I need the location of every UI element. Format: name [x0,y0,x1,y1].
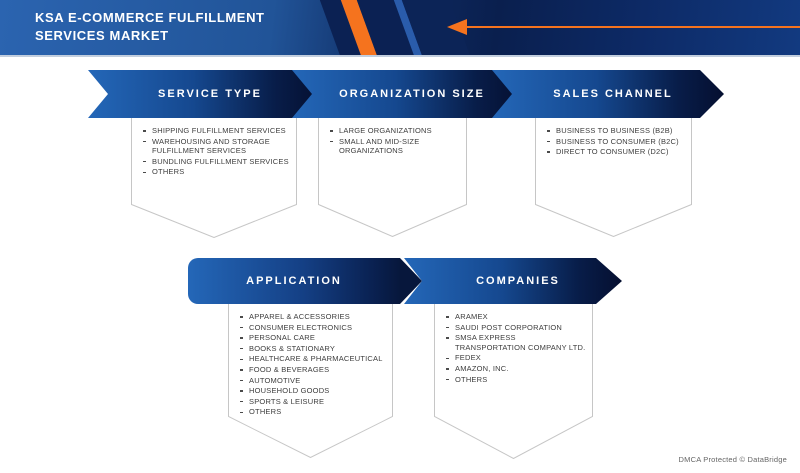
segment-header-organization-size: ORGANIZATION SIZE [292,70,522,118]
list-item: APPAREL & ACCESSORIES [238,312,388,322]
segment-label: ORGANIZATION SIZE [339,88,485,100]
dmca-protection-note: DMCA Protected © DataBridge [678,455,787,464]
box-outline [228,304,393,458]
list-item: LARGE ORGANIZATIONS [328,126,462,136]
list-item: PERSONAL CARE [238,333,388,343]
list-item: BUSINESS TO CONSUMER (B2C) [545,137,687,147]
arrow-line [465,26,800,28]
list-item: HEALTHCARE & PHARMACEUTICAL [238,354,388,364]
list-item: CONSUMER ELECTRONICS [238,323,388,333]
segment-label: COMPANIES [476,275,560,287]
list-item: FEDEX [444,353,588,363]
list-item: SPORTS & LEISURE [238,397,388,407]
box-outline [131,118,297,238]
list-item: HOUSEHOLD GOODS [238,386,388,396]
page-title-line2: SERVICES MARKET [35,27,169,43]
segment-label: APPLICATION [246,275,342,287]
list-item: OTHERS [238,407,388,417]
segment-items: BUSINESS TO BUSINESS (B2B)BUSINESS TO CO… [535,118,692,157]
list-item: DIRECT TO CONSUMER (D2C) [545,147,687,157]
box-outline [318,118,467,237]
banner: KSA E-COMMERCE FULFILLMENT SERVICES MARK… [0,0,800,57]
segment-list-sales-channel: BUSINESS TO BUSINESS (B2B)BUSINESS TO CO… [535,118,692,237]
list-item: WAREHOUSING AND STORAGE FULFILLMENT SERV… [141,137,292,156]
segment-label: SALES CHANNEL [553,88,673,100]
list-item: OTHERS [141,167,292,177]
box-outline [434,304,593,459]
segment-header-companies: COMPANIES [404,258,622,304]
segment-header-sales-channel: SALES CHANNEL [492,70,724,118]
list-item: AUTOMOTIVE [238,376,388,386]
segment-header-service-type: SERVICE TYPE [88,70,322,118]
list-item: FOOD & BEVERAGES [238,365,388,375]
left-arrow-icon [447,19,467,35]
list-item: SMSA EXPRESS TRANSPORTATION COMPANY LTD. [444,333,588,352]
list-item: SAUDI POST CORPORATION [444,323,588,333]
list-item: BUSINESS TO BUSINESS (B2B) [545,126,687,136]
list-item: SMALL AND MID-SIZE ORGANIZATIONS [328,137,462,156]
list-item: BOOKS & STATIONARY [238,344,388,354]
list-item: SHIPPING FULFILLMENT SERVICES [141,126,292,136]
page-title: KSA E-COMMERCE FULFILLMENT SERVICES MARK… [35,9,265,44]
box-outline [535,118,692,237]
list-item: ARAMEX [444,312,588,322]
list-item: BUNDLING FULFILLMENT SERVICES [141,157,292,167]
list-item: AMAZON, INC. [444,364,588,374]
page-title-line1: KSA E-COMMERCE FULFILLMENT [35,10,265,25]
list-item: OTHERS [444,375,588,385]
segment-label: SERVICE TYPE [158,88,262,100]
segment-header-application: APPLICATION [188,258,422,304]
